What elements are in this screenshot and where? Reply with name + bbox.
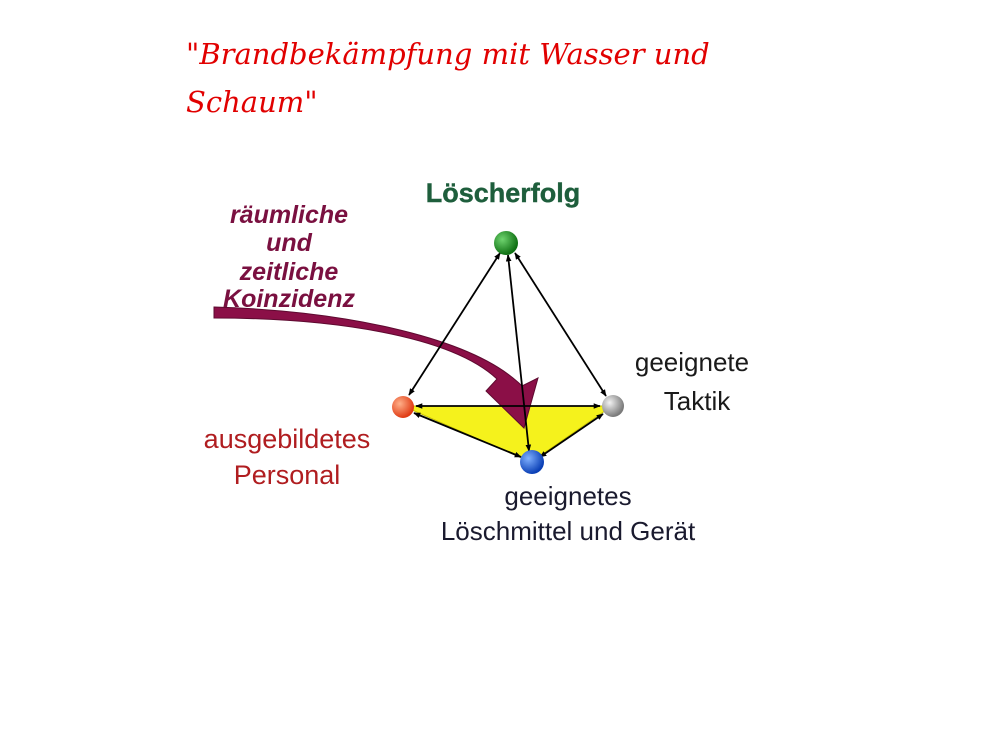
edge-right-bottom <box>539 413 604 458</box>
base-triangle <box>402 405 614 463</box>
node-personnel <box>392 396 414 418</box>
label-coincidence-line-4: Koinzidenz <box>223 285 355 313</box>
slide-title-line-1: "Brandbekämpfung mit Wasser und <box>186 37 710 71</box>
node-success <box>494 231 518 255</box>
edge-top-right <box>514 252 607 397</box>
node-equipment <box>520 450 544 474</box>
label-coincidence-line-2: und <box>266 229 313 257</box>
label-tactics-line-1: geeignete <box>635 347 749 377</box>
connections <box>408 252 607 458</box>
label-success: Löscherfolg <box>426 178 581 208</box>
label-personnel-line-2: Personal <box>234 460 341 490</box>
label-equipment-line-2: Löschmittel und Gerät <box>441 516 696 546</box>
label-tactics: geeignete Taktik <box>635 347 749 416</box>
label-equipment-line-1: geeignetes <box>504 481 631 511</box>
slide-title: "Brandbekämpfung mit Wasser und Schaum" <box>186 30 746 126</box>
edge-left-top <box>408 252 501 396</box>
edge-top-bottom <box>505 254 532 452</box>
edge-left-bottom <box>413 412 522 458</box>
label-personnel-line-1: ausgebildetes <box>204 424 371 454</box>
node-tactics <box>602 395 624 417</box>
label-personnel: ausgebildetes Personal <box>204 424 371 490</box>
label-coincidence-line-1: räumliche <box>230 201 348 229</box>
label-tactics-line-2: Taktik <box>664 386 731 416</box>
label-coincidence-line-3: zeitliche <box>239 258 339 286</box>
label-coincidence: räumliche und zeitliche Koinzidenz <box>223 201 355 313</box>
label-equipment: geeignetes Löschmittel und Gerät <box>441 481 696 546</box>
slide-title-line-2: Schaum" <box>186 85 318 119</box>
